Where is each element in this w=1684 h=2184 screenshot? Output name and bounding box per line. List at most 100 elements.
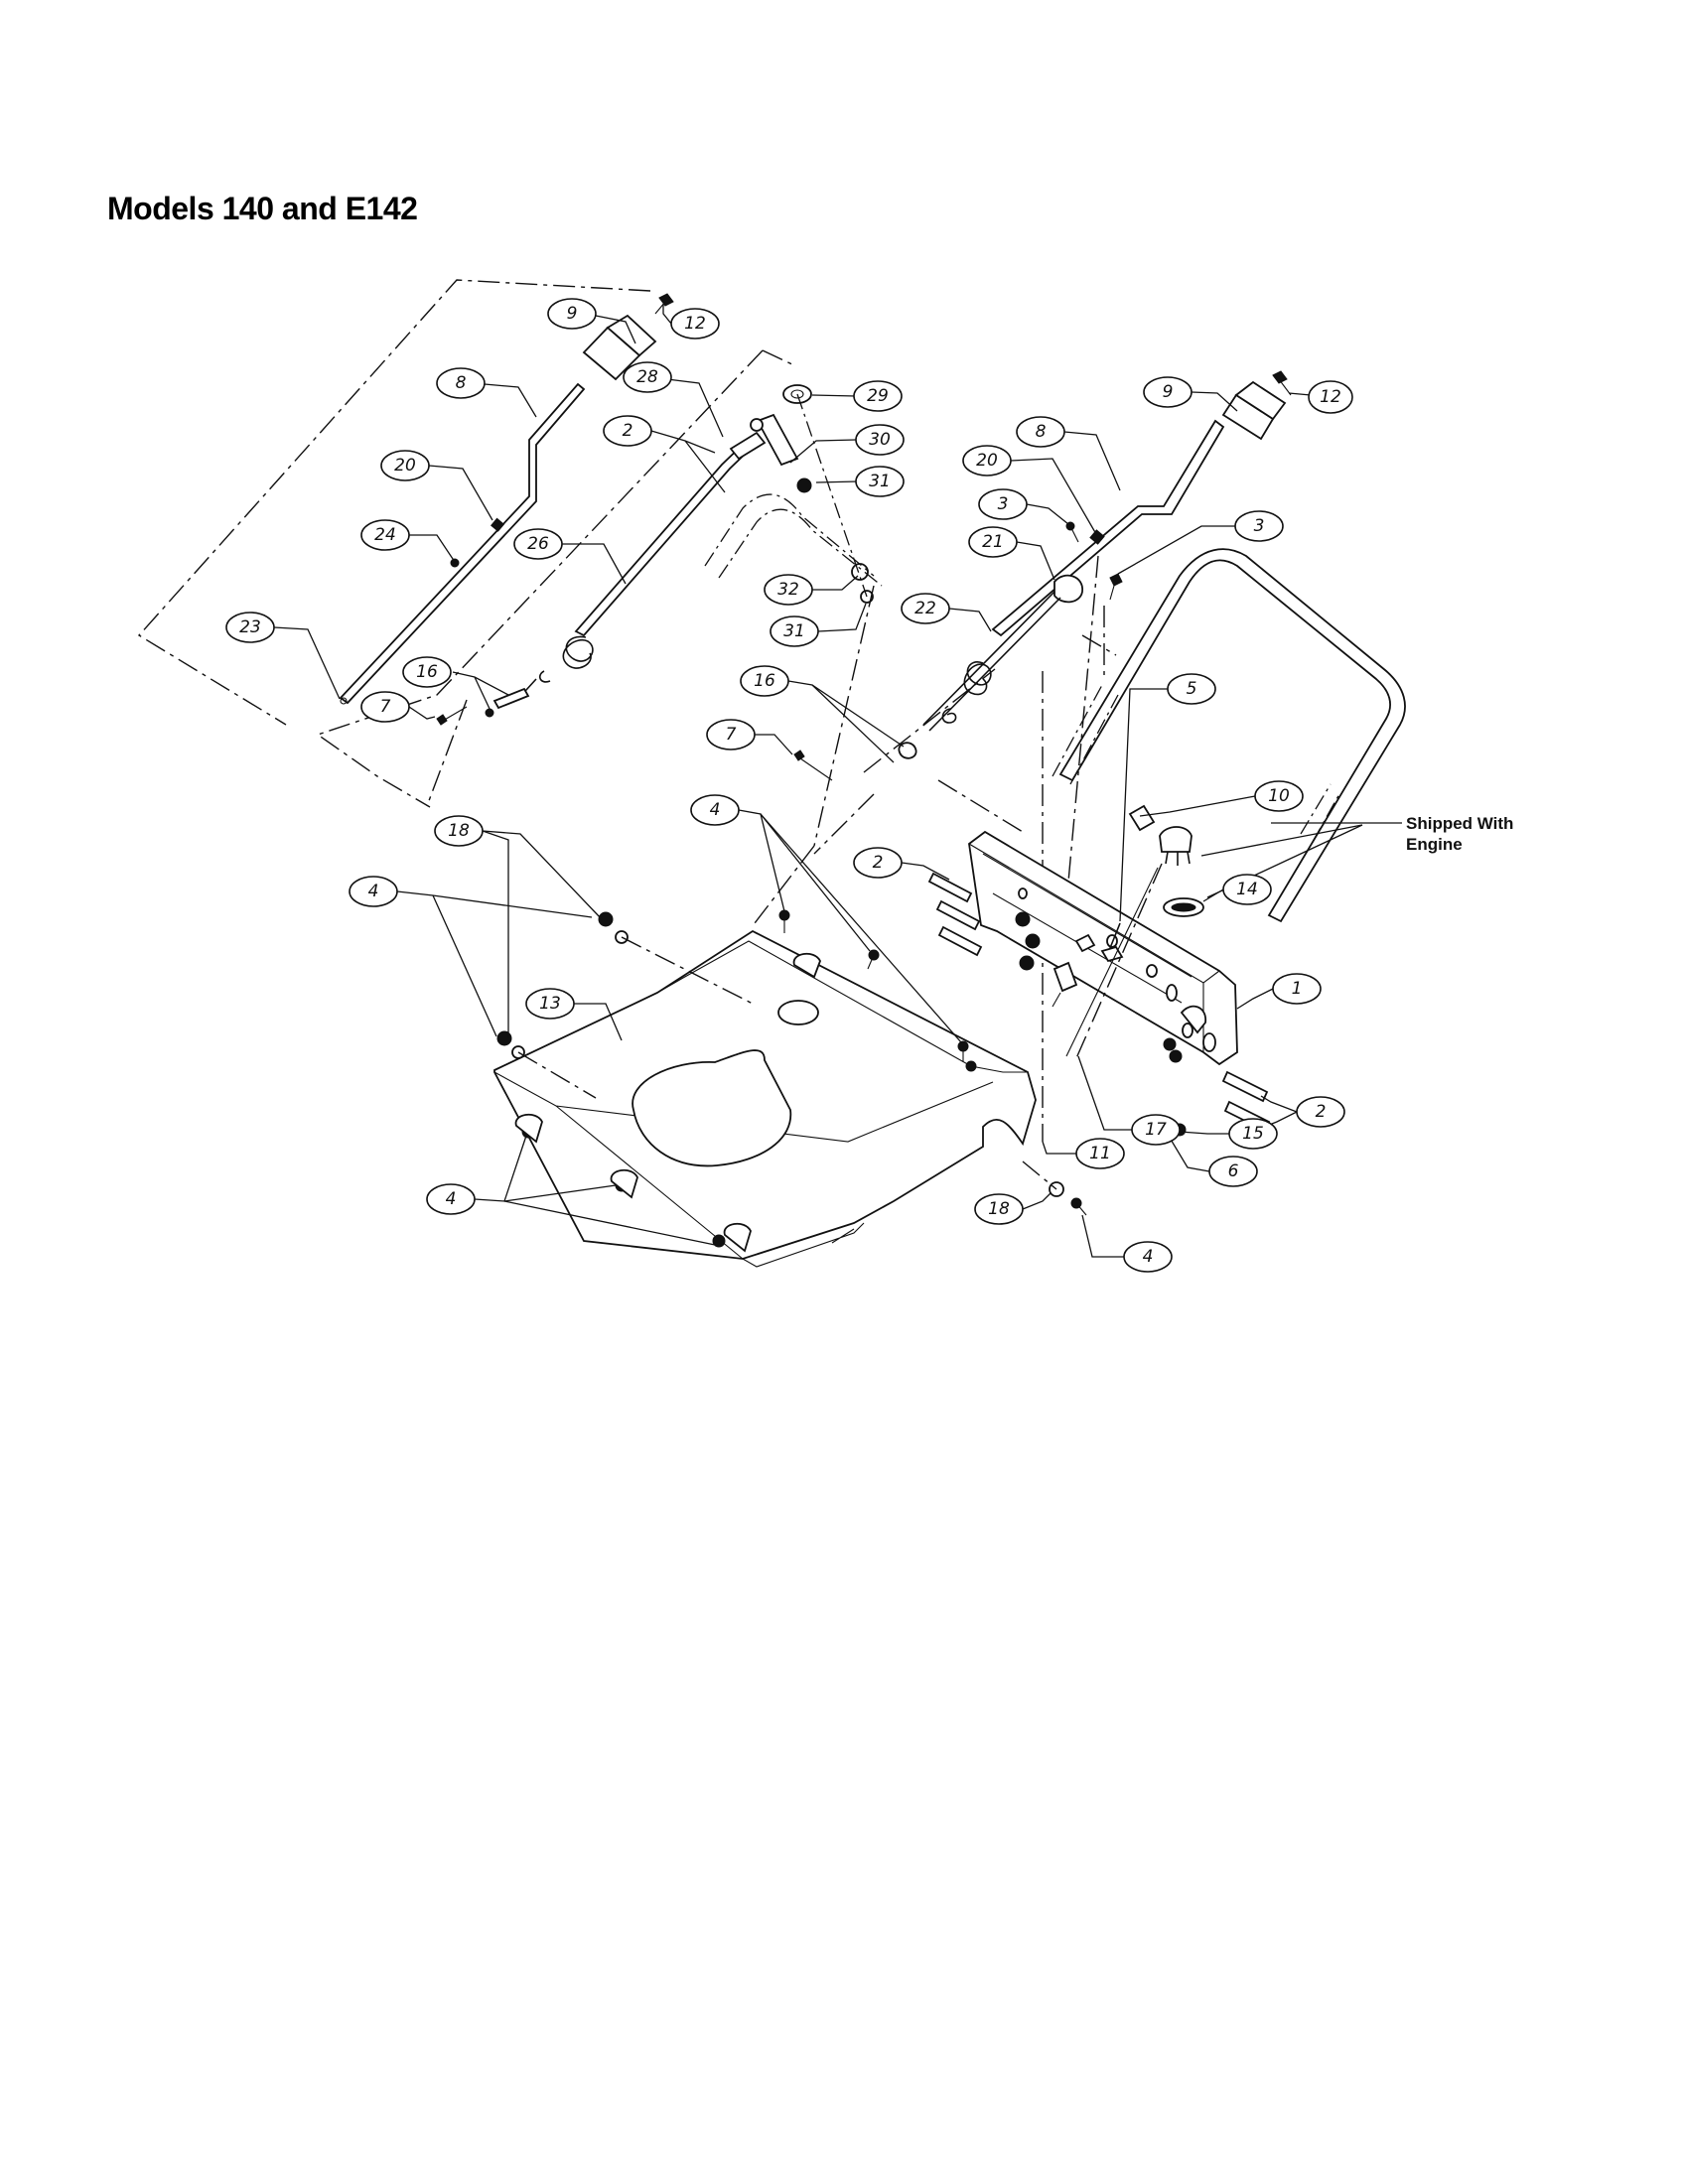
phantom-line bbox=[517, 1051, 597, 1099]
washer-29-hole bbox=[790, 389, 804, 399]
callout-label: 15 bbox=[1242, 1124, 1264, 1144]
callout-7: 7 bbox=[360, 691, 410, 723]
leader bbox=[452, 671, 509, 696]
cable bbox=[1065, 867, 1159, 1057]
leader bbox=[409, 534, 456, 563]
callout-label: 16 bbox=[416, 662, 438, 682]
callout-28: 28 bbox=[623, 361, 672, 393]
fastener bbox=[712, 1234, 726, 1248]
leader bbox=[789, 439, 857, 464]
leader bbox=[1026, 503, 1069, 525]
screw-4-shank bbox=[867, 954, 875, 970]
primer-leg bbox=[1187, 851, 1191, 865]
rod-22 bbox=[928, 597, 1061, 732]
screw-3b-shank bbox=[1109, 585, 1115, 601]
leader bbox=[432, 894, 497, 1037]
connector-17-lead bbox=[1052, 992, 1061, 1008]
callout-label: 5 bbox=[1187, 679, 1197, 699]
handle-upper bbox=[1058, 548, 1406, 923]
screw-4 bbox=[598, 911, 614, 927]
callout-label: 4 bbox=[1143, 1247, 1154, 1267]
callout-23: 23 bbox=[225, 612, 275, 643]
callout-label: 7 bbox=[380, 697, 391, 717]
rod-22 bbox=[922, 591, 1055, 726]
primer bbox=[1159, 826, 1193, 853]
callout-label: 3 bbox=[998, 494, 1009, 514]
callout-8: 8 bbox=[436, 367, 486, 399]
leader bbox=[1202, 888, 1224, 902]
phantom-line bbox=[1065, 555, 1099, 904]
callout-27: 2 bbox=[603, 415, 652, 447]
phantom-handle bbox=[718, 508, 883, 587]
leader bbox=[948, 608, 992, 632]
handle-lower-phantom bbox=[1052, 684, 1119, 785]
nut-31 bbox=[796, 478, 812, 493]
plate-13-opening bbox=[632, 1049, 792, 1167]
callout-3: 3 bbox=[1234, 510, 1284, 542]
collar-20 bbox=[1089, 529, 1105, 545]
nut-28 bbox=[750, 418, 764, 432]
callout-label: 24 bbox=[374, 525, 396, 545]
callout-label: 17 bbox=[1145, 1120, 1167, 1140]
callout-label: 4 bbox=[710, 800, 721, 820]
rod-23-end bbox=[340, 697, 348, 705]
spring-22 bbox=[963, 661, 992, 696]
callout-label: 1 bbox=[1292, 979, 1303, 999]
phantom-handle bbox=[704, 493, 875, 577]
callout-label: 2 bbox=[1316, 1102, 1327, 1122]
callout-6: 6 bbox=[1208, 1156, 1258, 1187]
fastener bbox=[965, 1060, 977, 1072]
plate-13-lip bbox=[742, 1222, 865, 1268]
callout-32: 32 bbox=[764, 574, 813, 606]
screw-12 bbox=[658, 293, 674, 307]
plate-13 bbox=[493, 909, 1087, 1268]
nut bbox=[1015, 911, 1031, 927]
callout-18: 18 bbox=[434, 815, 484, 847]
spring-22b bbox=[941, 708, 957, 724]
callout-4: 4 bbox=[690, 794, 740, 826]
nut bbox=[1169, 1049, 1183, 1063]
callout-label: 18 bbox=[988, 1199, 1010, 1219]
leader bbox=[1077, 1055, 1132, 1131]
callout-label: 28 bbox=[636, 367, 658, 387]
leader bbox=[1016, 541, 1055, 581]
callout-3: 3 bbox=[978, 488, 1028, 520]
leader bbox=[738, 809, 785, 912]
phantom-outline bbox=[316, 349, 764, 808]
leader bbox=[1063, 431, 1121, 491]
callout-label: 10 bbox=[1268, 786, 1290, 806]
callout-label: 16 bbox=[754, 671, 775, 691]
leader bbox=[1200, 824, 1363, 857]
leader bbox=[815, 480, 859, 483]
callout-2: 2 bbox=[1296, 1096, 1345, 1128]
primer-leg bbox=[1165, 851, 1169, 865]
bracket-tab bbox=[723, 1222, 752, 1253]
bracket-1-hole bbox=[1018, 887, 1028, 899]
bracket-21 bbox=[1053, 574, 1083, 604]
leader bbox=[1022, 1192, 1052, 1210]
bolt-2 bbox=[927, 872, 973, 903]
callout-label: 2 bbox=[623, 421, 633, 441]
callout-29: 29 bbox=[853, 380, 903, 412]
callout-label: 3 bbox=[1254, 516, 1265, 536]
callout-31: 31 bbox=[770, 615, 819, 647]
leader bbox=[1010, 458, 1097, 535]
leader bbox=[812, 575, 859, 591]
note-line-2: Engine bbox=[1406, 835, 1463, 854]
shipped-with-engine-note: Shipped With Engine bbox=[1406, 814, 1513, 854]
callout-label: 4 bbox=[446, 1189, 457, 1209]
leader bbox=[574, 1003, 623, 1041]
spring-26 bbox=[562, 635, 594, 669]
bracket-10 bbox=[1128, 804, 1156, 832]
pin-7-shank bbox=[799, 757, 833, 781]
callout-label: 8 bbox=[456, 373, 467, 393]
callout-label: 12 bbox=[684, 314, 706, 334]
callout-16: 16 bbox=[740, 665, 789, 697]
leader bbox=[1260, 1095, 1298, 1113]
callout-20: 20 bbox=[380, 450, 430, 481]
leader bbox=[1139, 795, 1256, 817]
callout-label: 23 bbox=[239, 617, 261, 637]
leader bbox=[273, 626, 341, 700]
callout-label: 21 bbox=[982, 532, 1004, 552]
screw-4 bbox=[496, 1030, 512, 1046]
